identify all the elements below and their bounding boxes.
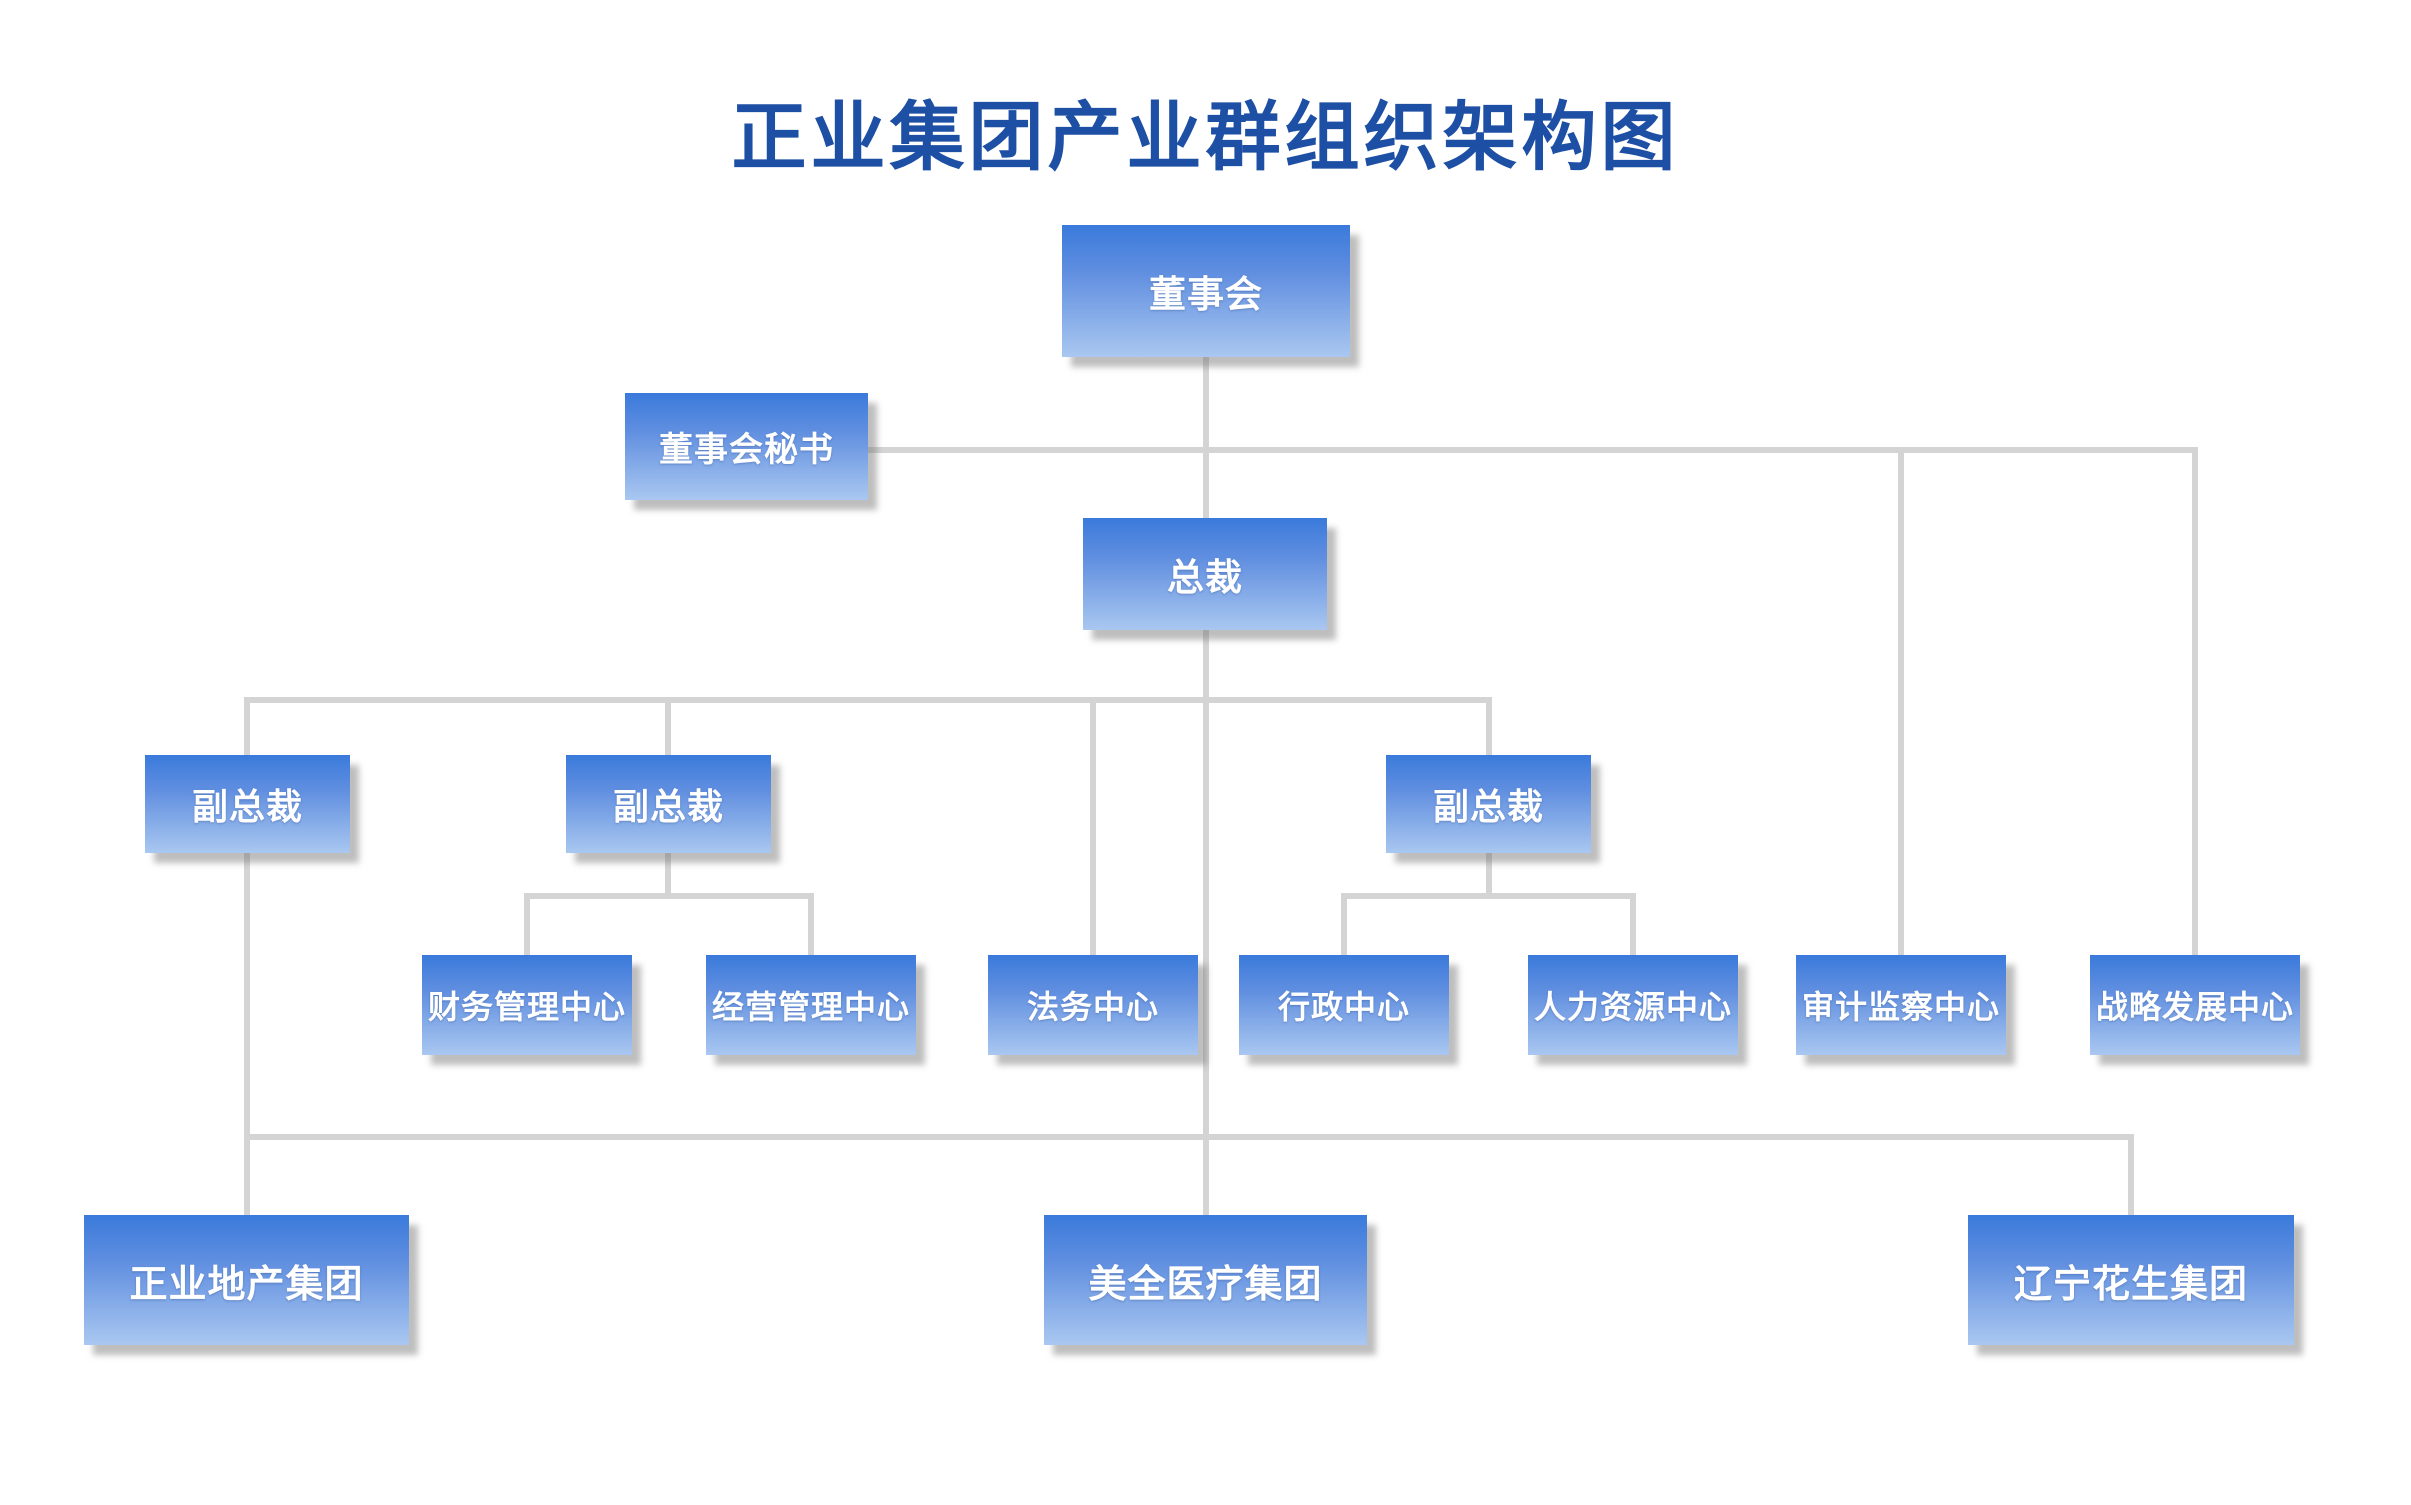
org-node-medical-group: 美全医疗集团 (1044, 1215, 1367, 1345)
org-node-peanut-group: 辽宁花生集团 (1968, 1215, 2294, 1345)
org-node-admin-center: 行政中心 (1239, 955, 1449, 1055)
org-node-vp-left: 副总裁 (145, 755, 350, 853)
org-node-operations-center-label: 经营管理中心 (711, 989, 910, 1025)
org-node-finance-center-label: 财务管理中心 (427, 989, 626, 1025)
org-node-real-estate-group: 正业地产集团 (84, 1215, 409, 1345)
chart-title: 正业集团产业群组织架构图 (731, 95, 1680, 179)
org-node-finance-center: 财务管理中心 (422, 955, 632, 1055)
org-node-medical-group-label: 美全医疗集团 (1088, 1263, 1323, 1306)
org-node-vp-right: 副总裁 (1386, 755, 1591, 853)
org-node-vp-right-label: 副总裁 (1432, 786, 1544, 827)
org-node-board-secretary-label: 董事会秘书 (659, 431, 834, 469)
org-node-board: 董事会 (1062, 225, 1350, 357)
org-node-vp-middle: 副总裁 (566, 755, 771, 853)
org-node-board-secretary: 董事会秘书 (625, 393, 868, 500)
org-node-admin-center-label: 行政中心 (1277, 989, 1410, 1025)
org-node-president: 总裁 (1083, 518, 1327, 630)
org-node-board-label: 董事会 (1149, 274, 1263, 315)
org-node-real-estate-group-label: 正业地产集团 (129, 1263, 364, 1306)
org-node-vp-left-label: 副总裁 (191, 786, 303, 827)
org-node-audit-center: 审计监察中心 (1796, 955, 2006, 1055)
org-node-hr-center-label: 人力资源中心 (1533, 989, 1732, 1025)
org-node-strategy-center-label: 战略发展中心 (2095, 989, 2294, 1025)
org-node-operations-center: 经营管理中心 (706, 955, 916, 1055)
org-node-president-label: 总裁 (1167, 557, 1243, 598)
org-node-vp-middle-label: 副总裁 (612, 786, 724, 827)
org-node-legal-center-label: 法务中心 (1026, 989, 1159, 1025)
org-node-peanut-group-label: 辽宁花生集团 (2013, 1263, 2248, 1306)
org-node-strategy-center: 战略发展中心 (2090, 955, 2300, 1055)
org-node-hr-center: 人力资源中心 (1528, 955, 1738, 1055)
org-node-audit-center-label: 审计监察中心 (1801, 989, 2000, 1025)
org-node-legal-center: 法务中心 (988, 955, 1198, 1055)
